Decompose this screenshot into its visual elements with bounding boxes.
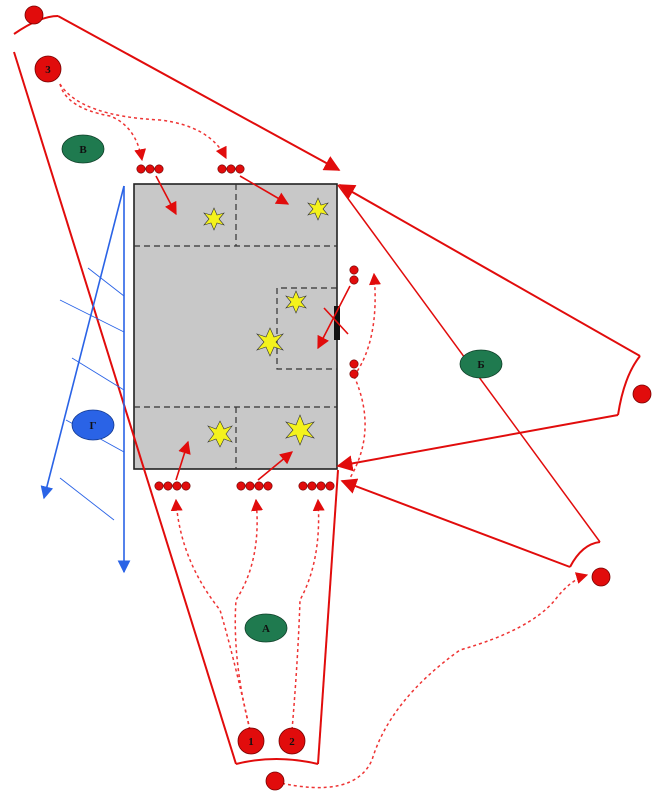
zone-g-lines (40, 185, 131, 574)
zone-v: В (61, 134, 105, 164)
zone-b-label: Б (477, 359, 484, 371)
zone-b: Б (459, 349, 503, 379)
player-dots (136, 164, 359, 491)
player-1: 1 (237, 727, 265, 755)
target-bursts (203, 197, 329, 448)
position-markers (24, 5, 652, 791)
field (133, 183, 340, 470)
movement-paths (59, 83, 589, 789)
zone-v-label: В (79, 144, 87, 156)
field-arrows (155, 175, 351, 481)
zone-g-label: Г (90, 420, 97, 432)
zone-g: Г (71, 409, 115, 441)
zone-a-label: А (262, 623, 270, 635)
player-3: 3 (34, 55, 62, 83)
player-2: 2 (278, 727, 306, 755)
player-1-label: 1 (248, 736, 254, 748)
zone-a: А (244, 613, 288, 643)
player-3-label: 3 (45, 64, 51, 76)
player-2-label: 2 (289, 736, 295, 748)
